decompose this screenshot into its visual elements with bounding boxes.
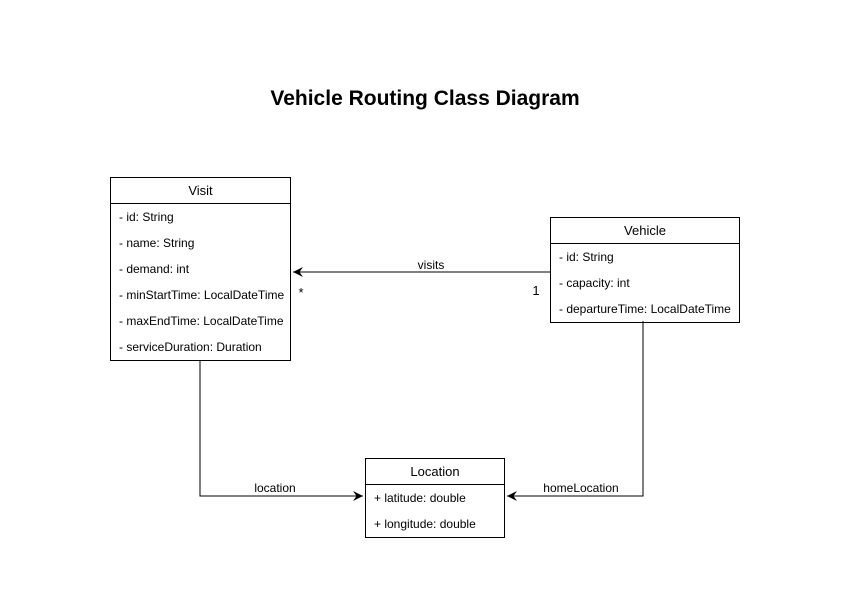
class-visit-attr-maxendtime: - maxEndTime: LocalDateTime	[119, 314, 284, 328]
edge-visit-location[interactable]	[199, 360, 363, 501]
edge-visits-target-multiplicity: *	[298, 285, 303, 300]
class-vehicle-attr-id: - id: String	[559, 250, 614, 264]
class-location[interactable]: Location + latitude: double + longitude:…	[365, 458, 505, 538]
class-visit-attr-id: - id: String	[119, 210, 174, 224]
class-location-attr-latitude: + latitude: double	[374, 491, 466, 505]
edge-location-label: location	[254, 481, 295, 495]
class-visit-attr-name: - name: String	[119, 236, 195, 250]
class-vehicle-attr-capacity: - capacity: int	[559, 276, 630, 290]
edge-homelocation-label: homeLocation	[543, 481, 618, 495]
class-visit-attr-serviceduration: - serviceDuration: Duration	[119, 340, 262, 354]
edge-visits-label: visits	[418, 258, 445, 272]
edge-visits-source-multiplicity: 1	[532, 283, 539, 298]
edge-vehicle-homelocation[interactable]	[507, 321, 644, 501]
class-location-name: Location	[366, 459, 504, 485]
class-visit-attr-demand: - demand: int	[119, 262, 190, 276]
class-visit-name: Visit	[111, 178, 290, 204]
class-vehicle-attr-departuretime: - departureTime: LocalDateTime	[559, 302, 731, 316]
class-visit-attr-minstarttime: - minStartTime: LocalDateTime	[119, 288, 285, 302]
class-vehicle[interactable]: Vehicle - id: String - capacity: int - d…	[550, 217, 740, 323]
diagram-title: Vehicle Routing Class Diagram	[270, 87, 580, 110]
class-location-attr-longitude: + longitude: double	[374, 517, 476, 531]
class-visit[interactable]: Visit - id: String - name: String - dema…	[110, 177, 291, 361]
class-vehicle-name: Vehicle	[551, 218, 739, 244]
